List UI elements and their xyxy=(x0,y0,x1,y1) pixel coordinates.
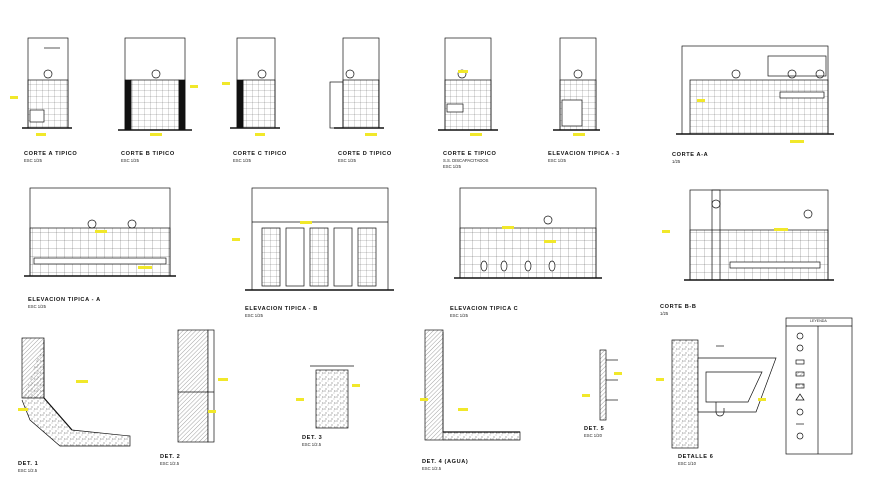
detail-title: DET. 5 xyxy=(584,426,605,432)
drawing-scale: 1/25 xyxy=(660,311,669,316)
drawing-scale: ESC 1/25 xyxy=(233,158,251,163)
drawing-title: CORTE D TIPICO xyxy=(338,151,392,157)
drawing-scale: ESC 1/25 xyxy=(443,164,461,169)
corte-aa-drawing xyxy=(676,45,834,143)
drawing-scale: 1/25 xyxy=(672,159,681,164)
drawing-scale: ESC 1/25 xyxy=(28,304,46,309)
drawing-title: CORTE A-A xyxy=(672,152,709,158)
corte-d-drawing xyxy=(329,37,384,136)
elevacion-c-drawing xyxy=(454,187,602,279)
drawing-scale: ESC 1/25 xyxy=(121,158,139,163)
elevacion-3-drawing xyxy=(553,37,600,136)
drawing-title: CORTE E TIPICO xyxy=(443,151,497,157)
detail-2-drawing xyxy=(177,329,228,443)
detail-scale: ESC 1/20 xyxy=(584,433,602,438)
corte-a-drawing xyxy=(10,37,72,136)
detail-5-drawing xyxy=(582,349,622,421)
drawing-title: ELEVACION TIPICA - 3 xyxy=(548,151,620,157)
drawing-title: ELEVACION TIPICA - B xyxy=(245,306,318,312)
detail-title: DETALLE 6 xyxy=(678,454,714,460)
detail-title: DET. 2 xyxy=(160,454,181,460)
drawing-scale: ESC 1/25 xyxy=(24,158,42,163)
detail-title: DET. 4 (AGUA) xyxy=(422,459,469,465)
detail-scale: ESC 1/2.5 xyxy=(18,468,38,473)
drawing-title: CORTE A TIPICO xyxy=(24,151,78,157)
detail-scale: ESC 1/2.5 xyxy=(422,466,442,471)
drawing-title: CORTE B-B xyxy=(660,304,697,310)
corte-bb-drawing xyxy=(662,189,834,281)
detail-4-drawing xyxy=(420,329,521,441)
elevacion-b-drawing xyxy=(232,187,394,291)
legend-frame xyxy=(785,317,853,455)
detail-title: DET. 1 xyxy=(18,461,39,467)
detail-scale: ESC 1/2.5 xyxy=(302,442,322,447)
corte-e-drawing xyxy=(438,37,498,136)
drawing-title: ELEVACION TIPICA C xyxy=(450,306,519,312)
detail-scale: ESC 1/2.5 xyxy=(160,461,180,466)
drawing-scale: ESC 1/25 xyxy=(338,158,356,163)
detail-6-drawing xyxy=(656,339,777,449)
drawing-subtitle: S.S. DISCAPACITADOS xyxy=(443,158,489,163)
detail-title: DET. 3 xyxy=(302,435,323,441)
drawing-scale: ESC 1/25 xyxy=(450,313,468,318)
drawing-title: CORTE B TIPICO xyxy=(121,151,175,157)
drawing-title: CORTE C TIPICO xyxy=(233,151,287,157)
corte-c-drawing xyxy=(222,37,280,136)
legend-title: LEYENDA xyxy=(810,319,827,323)
drawing-scale: ESC 1/25 xyxy=(245,313,263,318)
drawing-scale: ESC 1/25 xyxy=(548,158,566,163)
detail-scale: ESC 1/10 xyxy=(678,461,696,466)
detail-1-drawing xyxy=(18,337,131,447)
elevacion-a-drawing xyxy=(24,187,176,277)
drawing-title: ELEVACION TIPICA - A xyxy=(28,297,101,303)
corte-b-drawing xyxy=(118,37,198,136)
detail-3-drawing xyxy=(296,365,360,429)
